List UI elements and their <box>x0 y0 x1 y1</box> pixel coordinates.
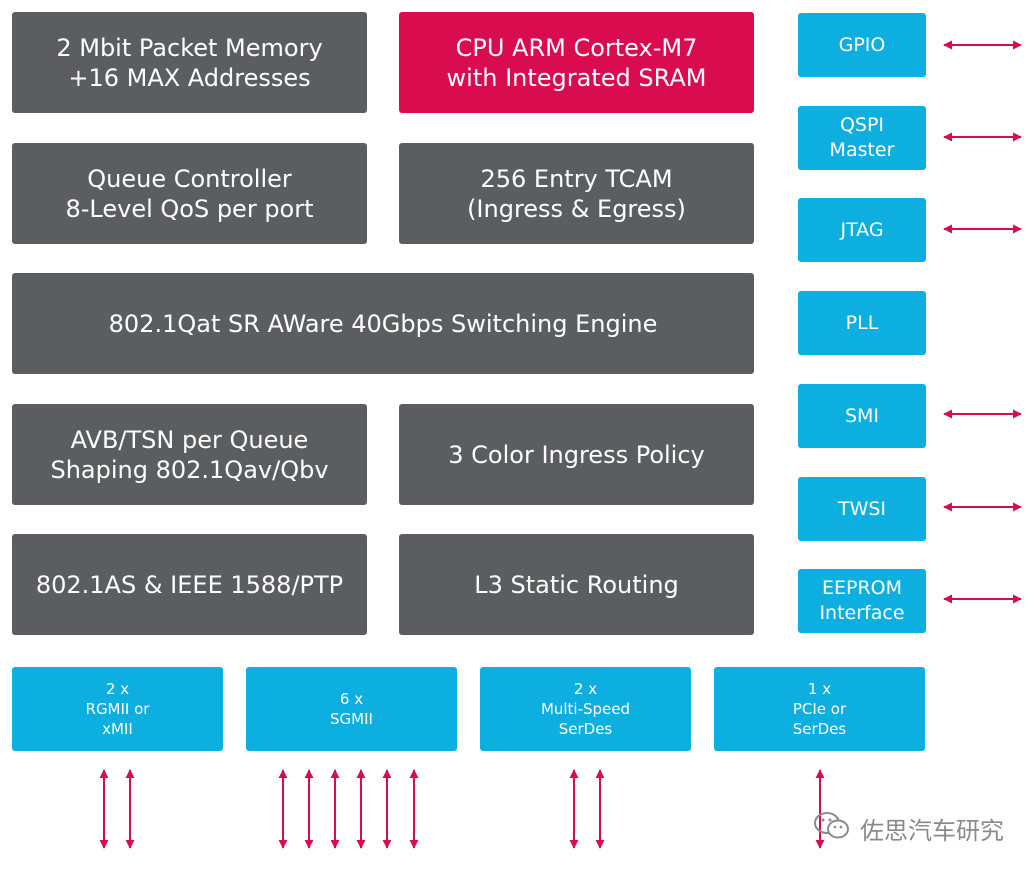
pll-block: PLL <box>798 291 926 355</box>
block-label: 8-Level QoS per port <box>65 194 314 223</box>
block-label: SMI <box>844 404 880 427</box>
block-label: EEPROM <box>821 577 903 599</box>
cpu-block: CPU ARM Cortex-M7 with Integrated SRAM <box>399 12 754 113</box>
qspi-master-block: QSPI Master <box>798 106 926 170</box>
smi-block: SMI <box>798 384 926 448</box>
block-label: Interface <box>819 602 905 624</box>
block-label: 802.1AS & IEEE 1588/PTP <box>35 570 344 599</box>
switching-engine-block: 802.1Qat SR AWare 40Gbps Switching Engin… <box>12 273 754 374</box>
block-label: +16 MAX Addresses <box>68 63 311 92</box>
twsi-block: TWSI <box>798 477 926 541</box>
tcam-block: 256 Entry TCAM (Ingress & Egress) <box>399 143 754 244</box>
pcie-interface-block: 1 x PCIe or SerDes <box>714 667 925 751</box>
block-label: GPIO <box>838 33 886 56</box>
eeprom-interface-block: EEPROM Interface <box>798 569 926 633</box>
block-label: 2 x <box>105 680 130 698</box>
block-label: PCIe or <box>792 700 847 718</box>
block-label: TWSI <box>837 497 887 520</box>
serdes-interface-block: 2 x Multi-Speed SerDes <box>480 667 691 751</box>
ptp-block: 802.1AS & IEEE 1588/PTP <box>12 534 367 635</box>
block-label: JTAG <box>840 218 884 241</box>
ingress-policy-block: 3 Color Ingress Policy <box>399 404 754 505</box>
block-label: 6 x <box>339 690 364 708</box>
rgmii-interface-block: 2 x RGMII or xMII <box>12 667 223 751</box>
block-label: Multi-Speed <box>540 700 631 718</box>
packet-memory-block: 2 Mbit Packet Memory +16 MAX Addresses <box>12 12 367 113</box>
queue-controller-block: Queue Controller 8-Level QoS per port <box>12 143 367 244</box>
block-label: Master <box>829 139 895 161</box>
block-label: 2 Mbit Packet Memory <box>56 33 323 62</box>
block-label: 256 Entry TCAM <box>480 164 673 193</box>
sgmii-interface-block: 6 x SGMII <box>246 667 457 751</box>
block-label: 1 x <box>807 680 832 698</box>
block-label: 3 Color Ingress Policy <box>448 440 705 469</box>
l3-routing-block: L3 Static Routing <box>399 534 754 635</box>
jtag-block: JTAG <box>798 198 926 262</box>
block-label: SerDes <box>792 720 847 738</box>
block-label: L3 Static Routing <box>474 570 679 599</box>
block-label: AVB/TSN per Queue <box>70 425 309 454</box>
watermark: 佐思汽车研究 <box>812 808 1004 848</box>
wechat-icon <box>812 809 852 847</box>
block-label: SerDes <box>558 720 613 738</box>
block-label: Shaping 802.1Qav/Qbv <box>50 455 329 484</box>
block-label: Queue Controller <box>87 164 292 193</box>
watermark-text: 佐思汽车研究 <box>860 816 1004 845</box>
block-label: CPU ARM Cortex-M7 <box>455 33 698 62</box>
block-label: (Ingress & Egress) <box>467 194 686 223</box>
block-label: QSPI <box>839 114 885 136</box>
block-label: SGMII <box>330 710 373 728</box>
block-label: with Integrated SRAM <box>446 63 707 92</box>
gpio-block: GPIO <box>798 13 926 77</box>
block-label: xMII <box>102 720 133 738</box>
block-label: RGMII or <box>85 700 150 718</box>
avb-tsn-block: AVB/TSN per Queue Shaping 802.1Qav/Qbv <box>12 404 367 505</box>
block-label: 2 x <box>573 680 598 698</box>
block-label: 802.1Qat SR AWare 40Gbps Switching Engin… <box>108 309 658 338</box>
block-label: PLL <box>845 311 879 334</box>
